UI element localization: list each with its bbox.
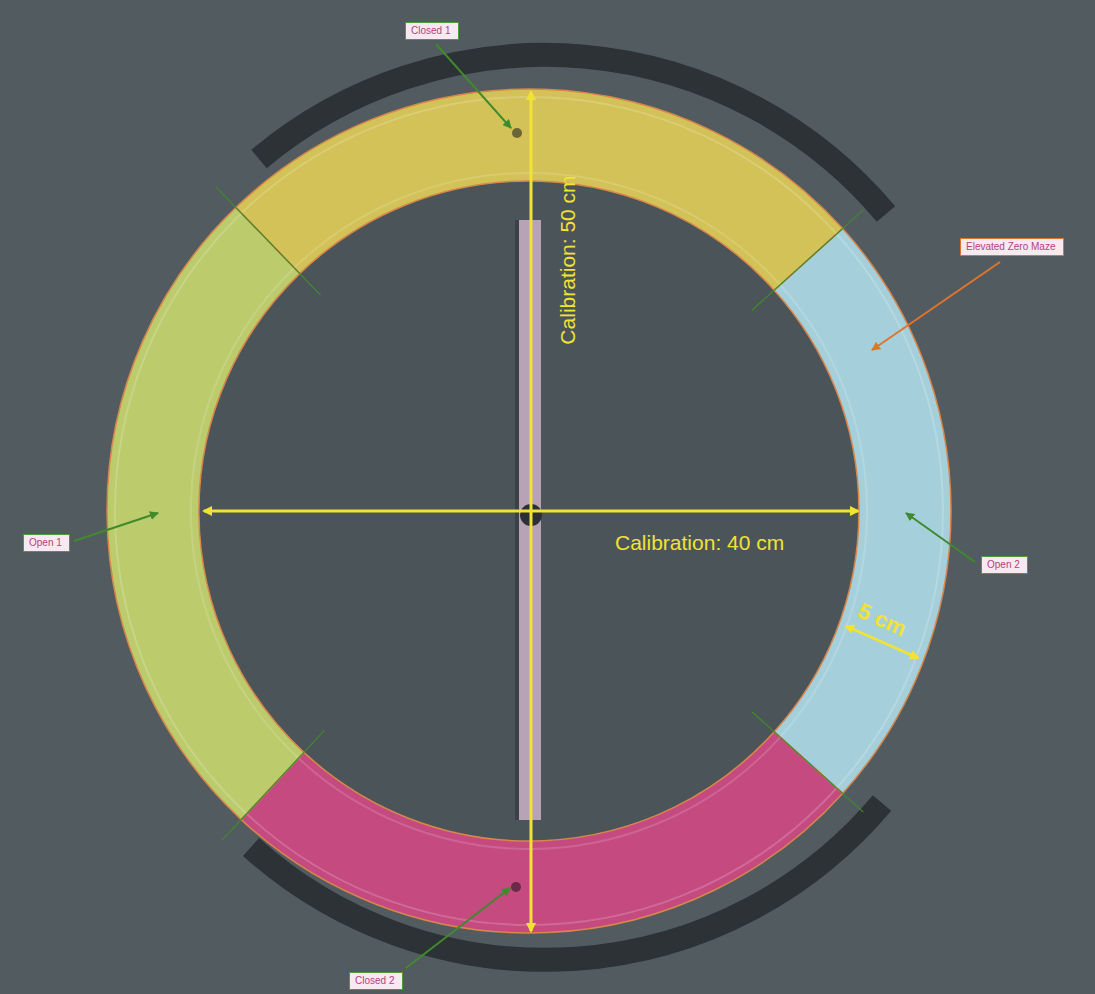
zone-boundaries	[216, 187, 863, 840]
zone-label: Elevated Zero Maze	[966, 241, 1058, 253]
zone-label: Closed 2	[355, 975, 397, 987]
zone-label: Open 2	[987, 559, 1022, 571]
leader-lines	[74, 44, 1000, 968]
inner-floor	[199, 181, 859, 841]
zone-label: Open 1	[29, 537, 64, 549]
open-arm-left	[107, 208, 304, 820]
calibration-arrow	[204, 510, 858, 513]
zone-label-box: Open 2	[981, 556, 1028, 574]
rim-line	[115, 97, 943, 925]
calibration-label: Calibration: 50 cm	[556, 175, 580, 344]
calibration-label: Calibration: 40 cm	[615, 531, 784, 555]
support-bar-edge	[515, 220, 519, 820]
zone-label-box: Elevated Zero Maze	[960, 238, 1064, 256]
zone-label-box: Closed 1	[405, 22, 459, 40]
hole	[512, 128, 522, 138]
dimension-label: 5 cm	[854, 598, 910, 642]
zone-label-box: Open 1	[23, 534, 70, 552]
zone-label: Closed 1	[411, 25, 453, 37]
rim-line	[191, 173, 867, 849]
closed-arm-bottom	[241, 732, 842, 933]
zone-label-box: Closed 2	[349, 972, 403, 990]
closed-arm-top	[236, 89, 843, 290]
hole	[511, 882, 521, 892]
